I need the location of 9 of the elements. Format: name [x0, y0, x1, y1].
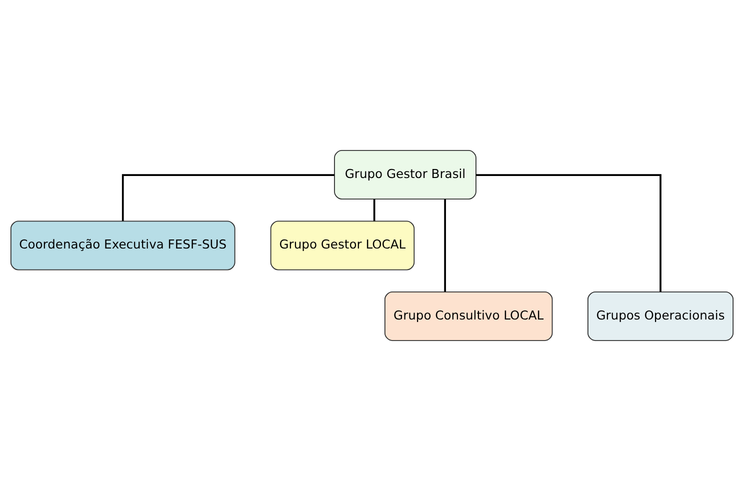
- connector: [122, 174, 334, 221]
- node-box: Grupos Operacionais: [587, 290, 734, 340]
- connector: [444, 198, 446, 292]
- connector: [476, 174, 662, 292]
- connector: [373, 198, 376, 221]
- node-box: Coordenação Executiva FESF-SUS: [10, 220, 236, 270]
- node-box: Grupo Consultivo LOCAL: [384, 290, 553, 340]
- node-box: Grupo Gestor LOCAL: [270, 220, 415, 270]
- node-box: Grupo Gestor Brasil: [334, 150, 476, 200]
